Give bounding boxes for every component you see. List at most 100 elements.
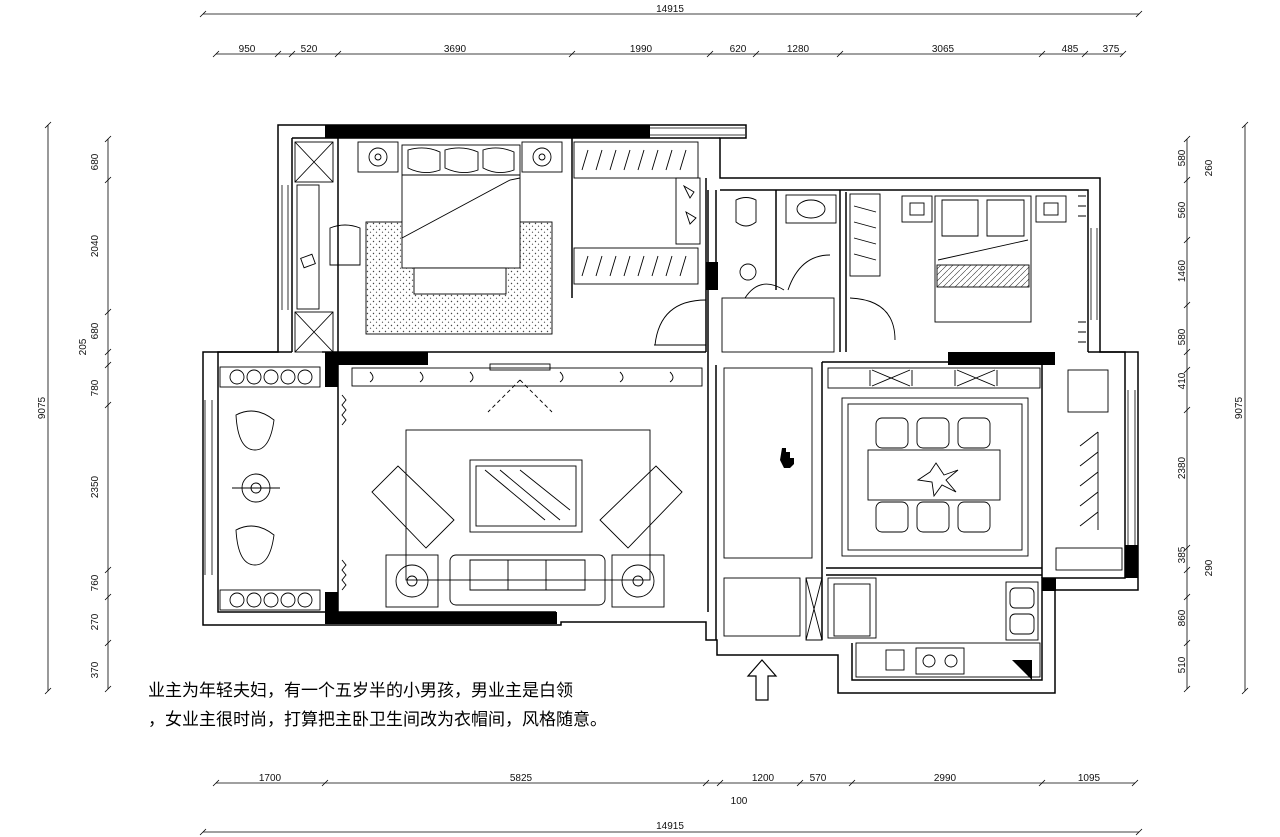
- dim-tick: [334, 50, 342, 58]
- dim-right-2: 260: [1204, 159, 1215, 176]
- note-line-2: ，女业主很时尚，打算把主卧卫生间改为衣帽间，风格随意。: [148, 710, 607, 730]
- corridor: [654, 297, 835, 641]
- dim-top-9: 375: [1103, 44, 1120, 55]
- dim-top-overall: 14915: [656, 4, 684, 15]
- dim-tick: [1183, 685, 1191, 693]
- dim-left-9: 370: [90, 661, 101, 678]
- dim-right-3: 560: [1177, 201, 1188, 218]
- dim-tick: [1183, 639, 1191, 647]
- dim-tick: [752, 50, 760, 58]
- dim-bottom-6: 1095: [1078, 773, 1101, 784]
- dim-tick: [104, 348, 112, 356]
- dim-tick: [274, 50, 282, 58]
- dim-left-8: 270: [90, 613, 101, 630]
- dim-tick: [321, 779, 329, 787]
- dim-tick: [836, 50, 844, 58]
- dim-bottom-overall: 14915: [656, 821, 684, 832]
- dim-tick: [716, 779, 724, 787]
- dim-tick: [104, 401, 112, 409]
- dim-tick: [104, 593, 112, 601]
- dim-tick: [702, 779, 710, 787]
- dim-left-5: 780: [90, 379, 101, 396]
- dim-tick: [1183, 566, 1191, 574]
- dim-tick: [1183, 366, 1191, 374]
- dim-tick: [199, 10, 207, 18]
- dim-tick: [706, 50, 714, 58]
- dim-tick: [1241, 121, 1249, 129]
- dim-bottom-offset: 100: [731, 796, 748, 807]
- dim-tick: [1183, 176, 1191, 184]
- dim-tick: [1183, 301, 1191, 309]
- dim-tick: [1135, 10, 1143, 18]
- dim-bottom-5: 2990: [934, 773, 957, 784]
- dim-tick: [1183, 135, 1191, 143]
- dim-tick: [1119, 50, 1127, 58]
- dim-right-4: 1460: [1177, 259, 1188, 282]
- dim-tick: [104, 135, 112, 143]
- dim-right-1: 580: [1177, 149, 1188, 166]
- dim-right-10: 860: [1177, 609, 1188, 626]
- balcony: [219, 366, 321, 611]
- dim-left-7: 760: [90, 574, 101, 591]
- dim-right-overall: 9075: [1234, 396, 1245, 419]
- dim-tick: [1131, 779, 1139, 787]
- dim-top-7: 3065: [932, 44, 955, 55]
- dim-tick: [1135, 828, 1143, 836]
- dim-bottom-4: 570: [810, 773, 827, 784]
- dim-tick: [212, 779, 220, 787]
- dim-tick: [288, 50, 296, 58]
- dim-tick: [848, 779, 856, 787]
- dim-left-4: 205: [78, 338, 89, 355]
- hand-cursor-icon[interactable]: [780, 448, 794, 468]
- dim-right-5: 580: [1177, 328, 1188, 345]
- dim-tick: [44, 121, 52, 129]
- dim-tick: [796, 779, 804, 787]
- dim-tick: [1183, 348, 1191, 356]
- dim-tick: [1183, 406, 1191, 414]
- dim-left-overall: 9075: [37, 396, 48, 419]
- dim-top-5: 620: [730, 44, 747, 55]
- dim-tick: [1183, 593, 1191, 601]
- dim-right-9: 290: [1204, 559, 1215, 576]
- dim-left-2: 2040: [90, 234, 101, 257]
- note-line-1: 业主为年轻夫妇，有一个五岁半的小男孩，男业主是白领: [148, 681, 573, 701]
- dim-right-7: 2380: [1177, 456, 1188, 479]
- dim-tick: [44, 687, 52, 695]
- dim-tick: [568, 50, 576, 58]
- dim-tick: [104, 361, 112, 369]
- dim-tick: [1183, 236, 1191, 244]
- master-bedroom: [294, 141, 563, 353]
- living-room: [341, 363, 703, 608]
- dim-tick: [1183, 544, 1191, 552]
- dim-bottom-1: 1700: [259, 773, 282, 784]
- dim-right-11: 510: [1177, 656, 1188, 673]
- dim-tick: [104, 685, 112, 693]
- dim-tick: [104, 566, 112, 574]
- dim-top-6: 1280: [787, 44, 810, 55]
- dim-right-6: 410: [1177, 372, 1188, 389]
- bathroom: [735, 194, 837, 299]
- walk-in-closet: [573, 141, 701, 285]
- dim-tick: [212, 50, 220, 58]
- entrance-arrow-icon: [746, 659, 778, 701]
- dim-tick: [1081, 50, 1089, 58]
- dim-left-3: 680: [90, 322, 101, 339]
- dim-top-3: 3690: [444, 44, 467, 55]
- dim-top-4: 1990: [630, 44, 653, 55]
- dim-tick: [1241, 687, 1249, 695]
- dim-bottom-2: 5825: [510, 773, 533, 784]
- dim-tick: [1038, 50, 1046, 58]
- dim-top-8: 485: [1062, 44, 1079, 55]
- dim-bottom-3: 1200: [752, 773, 775, 784]
- dim-tick: [104, 639, 112, 647]
- windows: [204, 127, 1136, 575]
- dim-left-6: 2350: [90, 475, 101, 498]
- wall-columns: [325, 125, 1138, 680]
- kitchen: [827, 577, 1041, 678]
- dim-top-2: 520: [301, 44, 318, 55]
- dim-tick: [199, 828, 207, 836]
- dim-tick: [104, 308, 112, 316]
- dim-right-8: 385: [1177, 546, 1188, 563]
- dim-tick: [104, 176, 112, 184]
